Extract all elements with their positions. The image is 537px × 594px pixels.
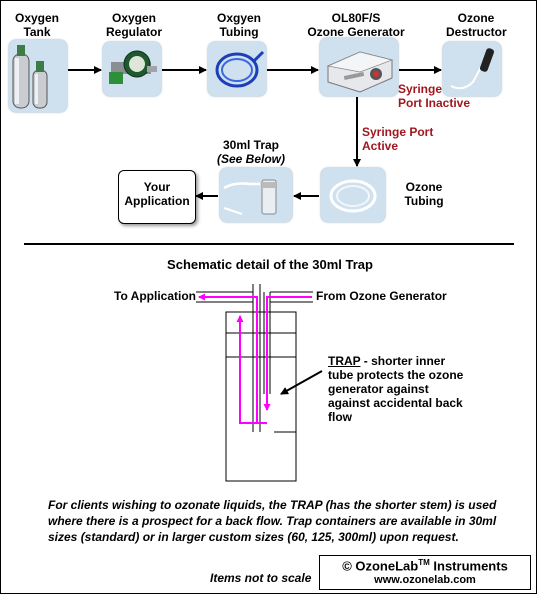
oxygen-tank-icon: [9, 40, 67, 112]
label-ozone-tubing: Ozone Tubing: [404, 180, 444, 208]
schematic-title: Schematic detail of the 30ml Trap: [167, 257, 373, 272]
syringe-port-active-label: Syringe Port Active: [362, 125, 434, 153]
to-application-label: To Application: [114, 289, 196, 303]
flow-path-lines: [198, 293, 312, 424]
trap-description: TRAP - shorter inner tube protects the o…: [328, 354, 466, 424]
brand-name: © OzoneLabTM Instruments: [342, 558, 508, 574]
your-application-box: Your Application: [118, 170, 196, 224]
brand-url[interactable]: www.ozonelab.com: [374, 574, 476, 586]
trademark: TM: [418, 558, 430, 567]
trap-icon: [220, 168, 292, 222]
label-oxygen-tank: Oxygen Tank: [14, 11, 59, 39]
label-oxygen-regulator: Oxygen Regulator: [105, 11, 162, 39]
destructor-icon: [443, 42, 501, 96]
syringe-port-inactive-label: Syringe Port Inactive: [398, 82, 471, 110]
from-generator-label: From Ozone Generator: [316, 289, 447, 303]
trap-pointer-arrow: [280, 370, 323, 395]
footnote: For clients wishing to ozonate liquids, …: [48, 498, 497, 544]
ozone-tubing-icon: [321, 168, 385, 222]
tubing-icon: [208, 42, 266, 96]
label-oxygen-tubing: Oxgyen Tubing: [216, 11, 261, 39]
trap-word: TRAP: [328, 354, 361, 368]
label-ozone-generator: OL80F/S Ozone Generator: [307, 11, 405, 39]
trap-subtitle: (See Below): [216, 152, 285, 166]
trap-title: 30ml Trap: [222, 138, 280, 152]
brand-box: © OzoneLabTM Instruments www.ozonelab.co…: [319, 555, 531, 590]
scale-note: Items not to scale: [210, 571, 312, 585]
your-application-label: Your Application: [124, 180, 190, 208]
trap-desc-text: - shorter inner tube protects the ozone …: [328, 354, 464, 424]
label-ozone-destructor: Ozone Destructor: [446, 11, 507, 39]
regulator-icon: [103, 42, 161, 96]
trap-schematic: [196, 284, 313, 482]
ozone-generator-icon: [320, 38, 398, 96]
label-trap: 30ml Trap (See Below): [206, 138, 296, 166]
